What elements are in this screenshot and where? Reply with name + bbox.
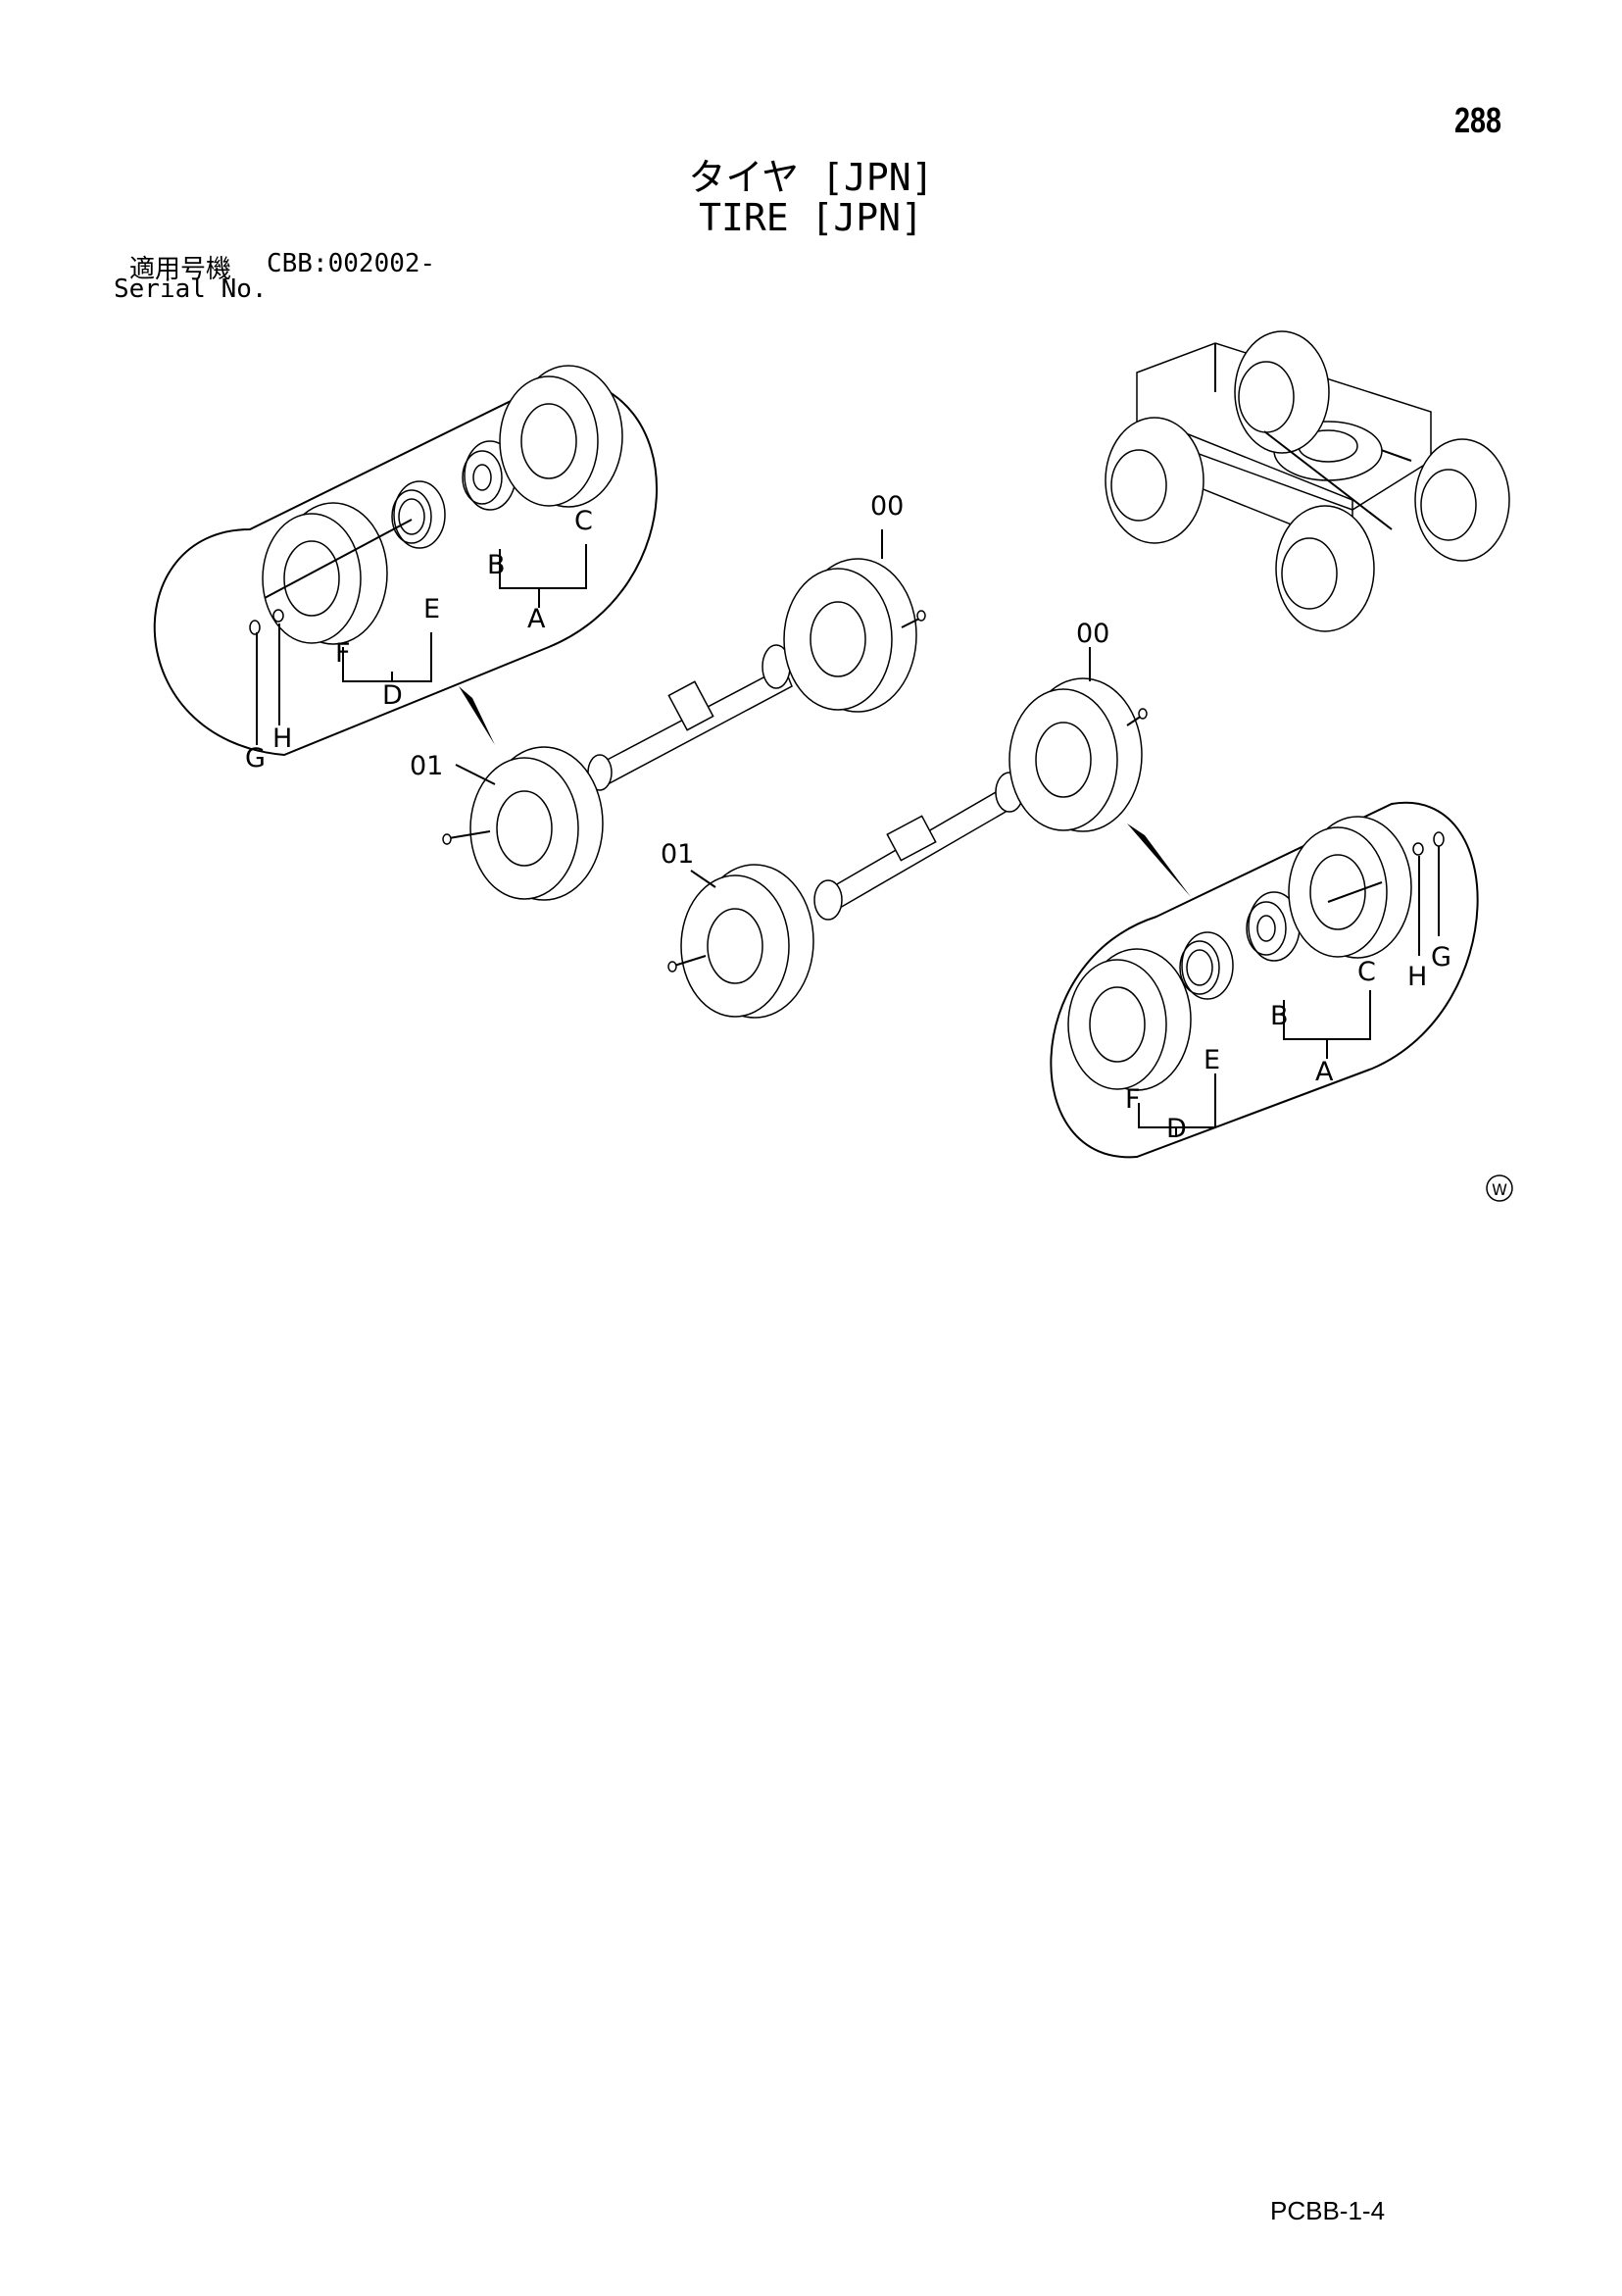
detail-capsule-bottom-right: B C A E F D H G: [1050, 801, 1479, 1159]
callout-f: F: [1125, 1084, 1141, 1115]
serial-label-english: Serial No.: [114, 275, 268, 304]
bolt-part-g: [249, 620, 261, 745]
serial-label-japanese: 適用号機: [129, 255, 232, 284]
callout-b: B: [487, 550, 506, 580]
machine-overview: [1105, 330, 1510, 632]
detail-capsule-top-left: B C A E F D G H: [153, 365, 658, 774]
callout-g: G: [245, 743, 266, 774]
callout-e: E: [1204, 1045, 1220, 1075]
callout-00-lower: 00: [1076, 619, 1109, 649]
callout-f: F: [335, 638, 351, 669]
page-number: 288: [1454, 100, 1502, 140]
rear-axle-assembly: [587, 558, 926, 791]
callout-d: D: [382, 680, 403, 711]
washer-part-h: [272, 609, 284, 725]
callout-h: H: [1407, 962, 1427, 992]
front-axle-assembly: [813, 677, 1148, 921]
callout-c: C: [574, 506, 593, 536]
tire-part-c: [1288, 816, 1412, 959]
callout-00-upper: 00: [870, 491, 904, 522]
title-japanese: タイヤ [JPN]: [688, 156, 934, 199]
tire-part-f: [1067, 948, 1192, 1091]
callout-g: G: [1431, 942, 1451, 973]
bolt-part-g: [1433, 831, 1445, 936]
washer-part-h: [1412, 842, 1424, 956]
callout-e: E: [423, 594, 440, 624]
callout-b: B: [1270, 1001, 1289, 1031]
tire-part-f: [262, 502, 388, 645]
callout-01-upper: 01: [410, 751, 443, 781]
pointer-arrow-top-left: [459, 686, 495, 745]
tire-part-c: [499, 365, 623, 508]
callout-h: H: [272, 724, 292, 754]
tire-01-lower: [667, 864, 814, 1019]
circled-w-symbol: W: [1486, 1174, 1513, 1202]
wheel-ring-part-e: [1179, 931, 1234, 1000]
pointer-arrow-bottom-right: [1127, 824, 1191, 897]
callout-a: A: [1315, 1057, 1334, 1087]
callout-d: D: [1166, 1114, 1187, 1144]
footer-code: PCBB-1-4: [1270, 2196, 1386, 2225]
tire-01-upper: [442, 746, 604, 901]
callout-c: C: [1357, 957, 1376, 987]
wheel-ring-part-e: [391, 480, 446, 549]
title-english: TIRE [JPN]: [699, 196, 923, 239]
serial-code: CBB:002002-: [267, 249, 436, 278]
svg-text:W: W: [1492, 1180, 1507, 1199]
callout-01-lower: 01: [661, 839, 694, 870]
callout-a: A: [527, 604, 546, 634]
